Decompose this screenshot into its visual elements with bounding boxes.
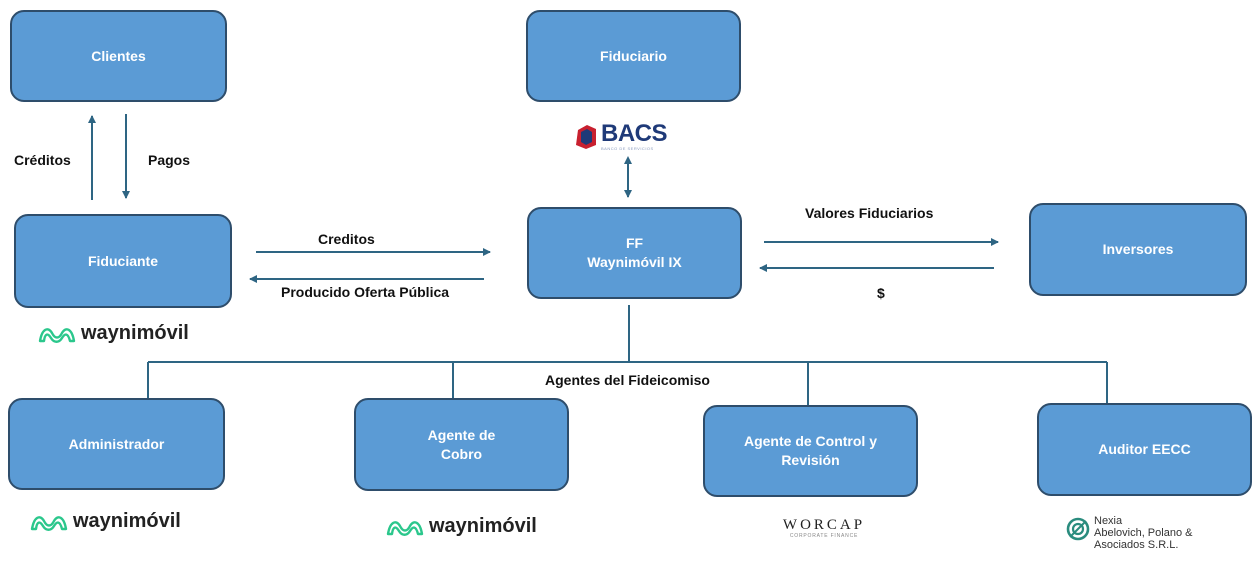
node-agente-control-line2: Revisión: [781, 452, 840, 468]
worcap-logo-subtext: CORPORATE FINANCE: [789, 533, 859, 539]
node-ff-label-line2: Waynimóvil IX: [587, 254, 682, 270]
label-creditos-right: Creditos: [318, 231, 375, 247]
node-fiduciante-label: Fiduciante: [87, 252, 158, 269]
waynimovil-logo-cobro: waynimóvil: [386, 515, 537, 538]
waynimovil-icon: [38, 327, 76, 343]
waynimovil-logo-fiduciante: waynimóvil: [38, 322, 189, 345]
node-agente-cobro-line2: Cobro: [440, 445, 483, 462]
label-pagos: Pagos: [148, 152, 191, 168]
label-agentes: Agentes del Fideicomiso: [545, 372, 710, 388]
nexia-logo-line3: Asociados S.R.L.: [1094, 539, 1179, 551]
node-fiduciante: Fiduciante: [14, 214, 232, 308]
nexia-logo-line1: Nexia: [1094, 515, 1123, 527]
nexia-emblem-icon: [1066, 517, 1090, 541]
waynimovil-icon: [386, 520, 424, 536]
bacs-logo-subtext: BANCO DE SERVICIOS: [601, 146, 654, 151]
node-agente-control: Agente de Control y Revisión: [703, 405, 918, 497]
node-clientes: Clientes: [10, 10, 227, 102]
waynimovil-text: waynimóvil: [81, 322, 189, 344]
node-fiduciario: Fiduciario: [526, 10, 741, 102]
node-fiduciario-label: Fiduciario: [600, 47, 667, 64]
worcap-logo-text: WORCAP: [782, 517, 866, 533]
waynimovil-logo-administrador: waynimóvil: [30, 510, 181, 533]
bacs-emblem-icon: [576, 124, 596, 149]
bacs-logo-text: BACS: [601, 120, 668, 147]
label-valores: Valores Fiduciarios: [805, 205, 934, 221]
waynimovil-text: waynimóvil: [73, 510, 181, 532]
node-ff-waynimovil: FF Waynimóvil IX: [527, 207, 742, 299]
nexia-logo: Nexia Abelovich, Polano & Asociados S.R.…: [1066, 515, 1192, 551]
node-agente-cobro: Agente de Cobro: [354, 398, 569, 491]
label-producido: Producido Oferta Pública: [281, 284, 450, 300]
label-dollar: $: [877, 285, 885, 301]
node-auditor: Auditor EECC: [1037, 403, 1252, 496]
label-creditos-up: Créditos: [14, 152, 71, 168]
nexia-logo-line2: Abelovich, Polano &: [1094, 527, 1193, 539]
waynimovil-text: waynimóvil: [429, 515, 537, 537]
node-administrador-label: Administrador: [68, 435, 165, 452]
node-administrador: Administrador: [8, 398, 225, 490]
node-ff-label-line1: FF: [625, 235, 644, 251]
node-agente-control-line1: Agente de Control y: [743, 433, 877, 449]
waynimovil-icon: [30, 515, 68, 531]
node-auditor-label: Auditor EECC: [1098, 441, 1191, 457]
node-inversores-label: Inversores: [1102, 241, 1174, 257]
bacs-logo: BACS BANCO DE SERVICIOS: [574, 120, 668, 151]
node-agente-cobro-line1: Agente de: [427, 426, 496, 443]
worcap-logo: WORCAP CORPORATE FINANCE: [764, 517, 884, 539]
node-clientes-label: Clientes: [91, 47, 146, 64]
node-inversores: Inversores: [1029, 203, 1247, 296]
